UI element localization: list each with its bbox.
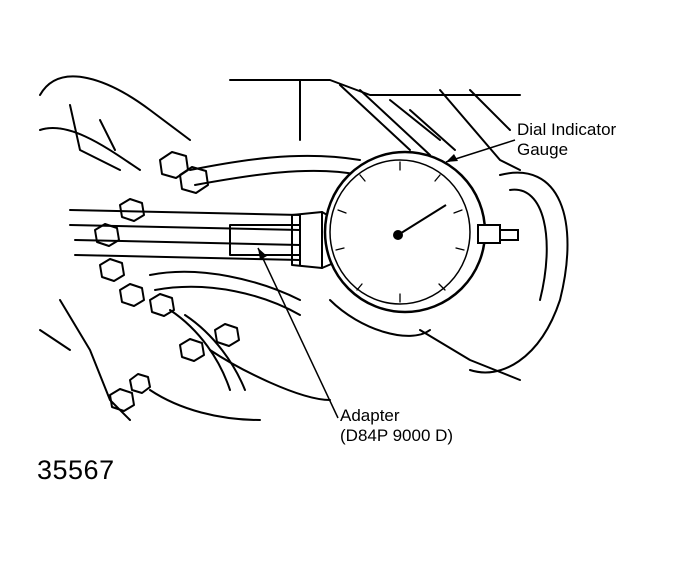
adapter-label: Adapter (D84P 9000 D)	[340, 406, 453, 446]
fuel-lines	[69, 154, 361, 391]
dial-indicator-label-line2: Gauge	[517, 140, 569, 159]
dial-gauge-leader	[445, 139, 516, 163]
engine-block-outline	[39, 75, 569, 421]
dial-indicator-label-line1: Dial Indicator	[517, 120, 617, 139]
figure-number: 35567	[37, 455, 115, 485]
adapter-leader	[257, 247, 339, 419]
dial-indicator-gauge	[323, 150, 519, 314]
fuel-line-fittings	[94, 151, 240, 412]
adapter-label-line1: Adapter	[340, 406, 400, 425]
dial-indicator-label: Dial Indicator Gauge	[517, 120, 616, 160]
adapter-label-line2: (D84P 9000 D)	[340, 426, 454, 445]
